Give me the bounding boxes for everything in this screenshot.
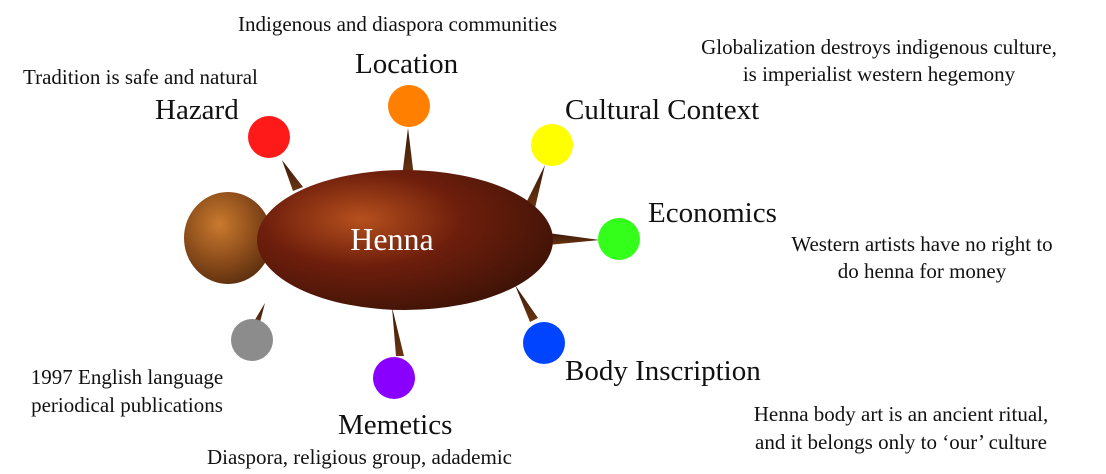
node-body-inscription-circle	[523, 322, 565, 364]
node-sources-circle	[231, 319, 273, 361]
sources-note-2: periodical publications	[31, 393, 223, 417]
node-memetics-circle	[373, 357, 415, 399]
sources-note-1: 1997 English language	[30, 365, 224, 389]
location-label: Location	[355, 48, 459, 80]
diagram-head	[184, 192, 272, 284]
location-note: Indigenous and diaspora communities	[238, 12, 558, 36]
diagram-body	[257, 170, 553, 310]
cultural-context-label: Cultural Context	[565, 94, 760, 126]
body-inscription-note-1: Henna body art is an ancient ritual,	[753, 402, 1049, 426]
node-economics-circle	[598, 218, 640, 260]
body-inscription-note-2: and it belongs only to ‘our’ culture	[755, 430, 1047, 454]
leg-cultural-context	[525, 165, 545, 208]
hazard-note: Tradition is safe and natural	[23, 65, 258, 89]
leg-economics	[548, 233, 600, 245]
leg-hazard	[282, 160, 303, 191]
node-cultural-context-circle	[531, 124, 573, 166]
leg-memetics	[392, 307, 404, 356]
node-hazard-circle	[248, 116, 290, 158]
body-inscription-label: Body Inscription	[565, 355, 761, 387]
economics-note-1: Western artists have no right to	[791, 232, 1053, 256]
economics-note-2: do henna for money	[837, 259, 1007, 283]
leg-location	[402, 128, 414, 177]
leg-body-inscription	[515, 285, 538, 322]
node-location-circle	[388, 85, 430, 127]
cultural-context-note-1: Globalization destroys indigenous cultur…	[701, 35, 1057, 59]
memetics-label: Memetics	[338, 409, 453, 441]
memetics-note: Diaspora, religious group, adademic	[207, 445, 512, 469]
economics-label: Economics	[648, 197, 777, 229]
cultural-context-note-2: is imperialist western hegemony	[742, 62, 1016, 86]
hazard-label: Hazard	[155, 94, 239, 126]
center-label: Henna	[350, 221, 434, 257]
